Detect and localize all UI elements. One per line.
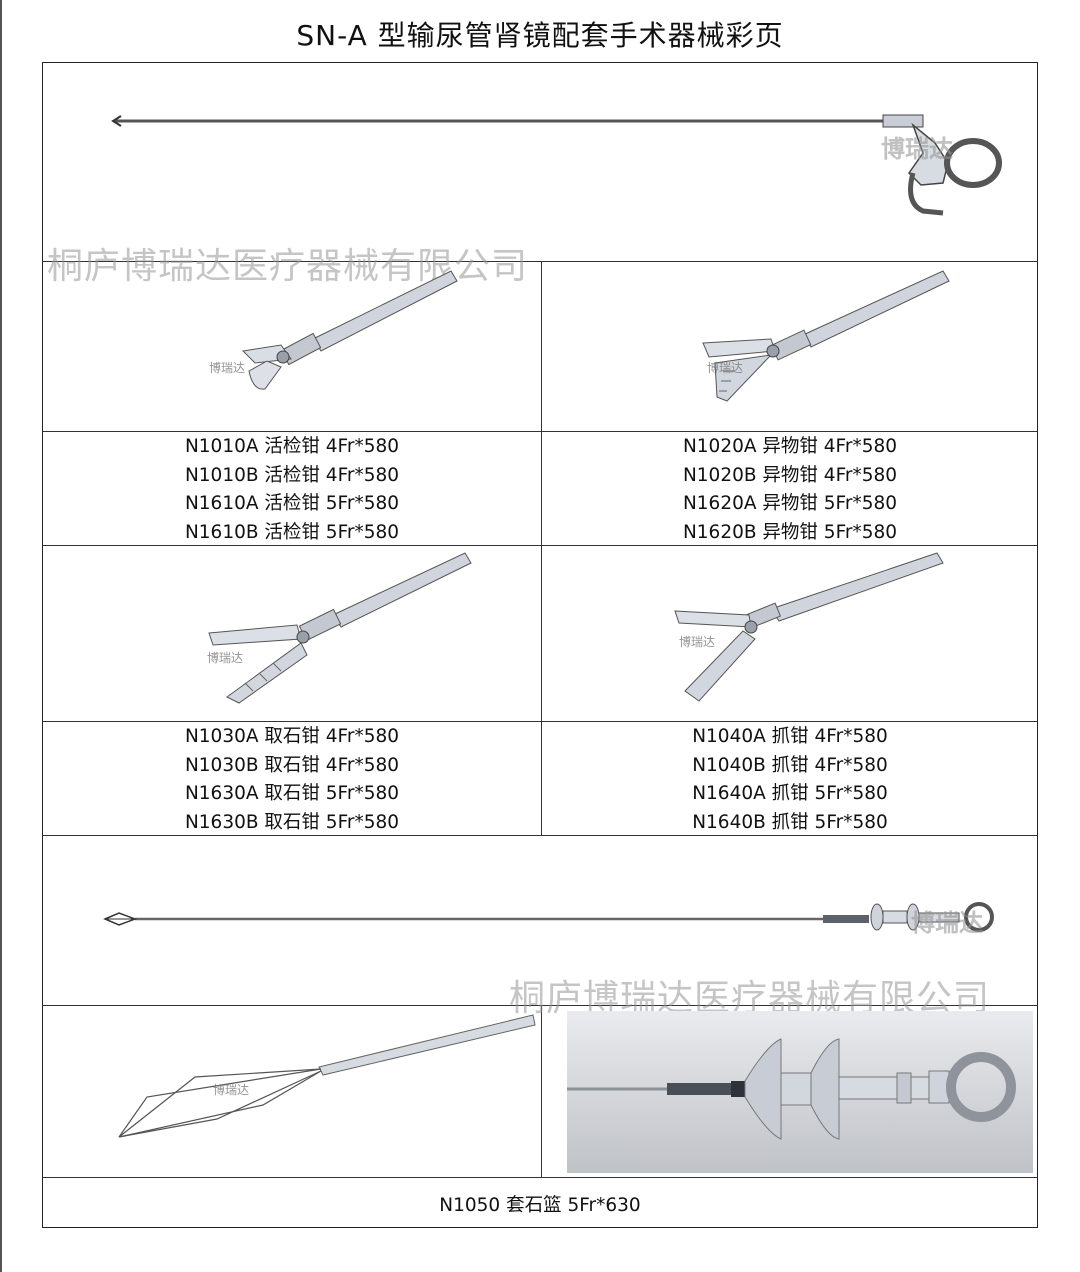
forceps-overview-image: 博瑞达 — [43, 63, 1039, 261]
stone-basket-overview-image: 博瑞达 — [43, 837, 1039, 1003]
row-divider — [43, 721, 1037, 722]
row-divider — [43, 1005, 1037, 1006]
product-line: N1630A 取石钳 5Fr*580 — [184, 783, 400, 804]
product-line: N1040A 抓钳 4Fr*580 — [692, 726, 888, 747]
row-divider — [43, 545, 1037, 546]
product-line: N1640B 抓钳 5Fr*580 — [692, 811, 888, 833]
brand-watermark: 博瑞达 — [881, 135, 953, 163]
stone-forceps-image: 博瑞达 — [183, 551, 493, 717]
product-line: N1020B 异物钳 4Fr*580 — [682, 464, 898, 486]
product-line: N1020A 异物钳 4Fr*580 — [682, 436, 898, 457]
grasping-forceps-image: 博瑞达 — [659, 551, 957, 717]
page-title: SN-A 型输尿管肾镜配套手术器械彩页 — [296, 19, 784, 52]
brand-watermark: 博瑞达 — [213, 1083, 250, 1097]
row-divider — [43, 431, 1037, 432]
product-line: N1030A 取石钳 4Fr*580 — [184, 726, 400, 747]
catalog-sheet: 博瑞达 桐庐博瑞达医疗器械有限公司 博瑞达 博瑞达 N1010A 活检钳 4Fr… — [42, 62, 1038, 1228]
product-line: N1630B 取石钳 5Fr*580 — [184, 811, 400, 833]
brand-watermark: 博瑞达 — [209, 361, 246, 375]
product-line: N1640A 抓钳 5Fr*580 — [692, 783, 888, 804]
column-divider — [541, 1005, 542, 1177]
page-edge-rule — [0, 0, 2, 1272]
column-divider — [541, 261, 542, 835]
product-line: N1010B 活检钳 4Fr*580 — [184, 464, 400, 486]
brand-watermark: 博瑞达 — [911, 909, 983, 937]
product-line: N1620A 异物钳 5Fr*580 — [682, 493, 898, 514]
foreign-body-forceps-caption: N1020A 异物钳 4Fr*580 N1020B 异物钳 4Fr*580 N1… — [541, 433, 1039, 547]
product-line: N1030B 取石钳 4Fr*580 — [184, 754, 400, 776]
row-divider — [43, 261, 1037, 262]
stone-basket-caption: N1050 套石篮 5Fr*630 — [439, 1195, 641, 1216]
product-line: N1610A 活检钳 5Fr*580 — [184, 493, 400, 514]
product-line: N1040B 抓钳 4Fr*580 — [692, 754, 888, 776]
stone-forceps-caption: N1030A 取石钳 4Fr*580 N1030B 取石钳 4Fr*580 N1… — [43, 723, 541, 837]
row-divider — [43, 1177, 1037, 1178]
brand-watermark: 博瑞达 — [707, 361, 744, 375]
biopsy-forceps-image: 博瑞达 — [131, 267, 465, 427]
grasping-forceps-caption: N1040A 抓钳 4Fr*580 N1040B 抓钳 4Fr*580 N164… — [541, 723, 1039, 837]
row-divider — [43, 835, 1037, 836]
biopsy-forceps-caption: N1010A 活检钳 4Fr*580 N1010B 活检钳 4Fr*580 N1… — [43, 433, 541, 547]
product-line: N1620B 异物钳 5Fr*580 — [682, 521, 898, 543]
basket-wire-detail-image: 博瑞达 — [47, 1009, 537, 1173]
basket-handle-detail-image — [567, 1011, 1033, 1173]
foreign-body-forceps-image: 博瑞达 — [623, 267, 957, 427]
brand-watermark: 博瑞达 — [207, 651, 244, 665]
product-line: N1010A 活检钳 4Fr*580 — [184, 436, 400, 457]
product-line: N1610B 活检钳 5Fr*580 — [184, 521, 400, 543]
brand-watermark: 博瑞达 — [679, 635, 716, 649]
